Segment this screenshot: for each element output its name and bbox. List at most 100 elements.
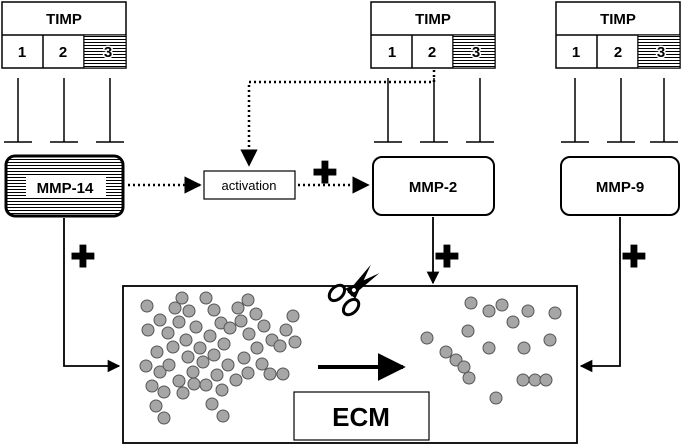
ecm-particle (539, 373, 553, 387)
ecm-particle (157, 411, 171, 425)
ecm-particle (521, 304, 535, 318)
ecm-particle (548, 306, 562, 320)
activation-label: activation (222, 178, 277, 193)
timp-cell-1-1: 1 (18, 44, 26, 61)
ecm-particle (250, 341, 264, 355)
ecm-particle (216, 409, 230, 423)
ecm-particle (172, 315, 186, 329)
ecm-particle (199, 378, 213, 392)
ecm-particle (196, 355, 210, 369)
ecm-particle (516, 373, 530, 387)
ecm-particle (166, 340, 180, 354)
ecm-particle (199, 291, 213, 305)
ecm-particle (207, 348, 221, 362)
ecm-particle (288, 335, 302, 349)
ecm-particle (234, 314, 248, 328)
ecm-particle (182, 304, 196, 318)
ecm-particle (241, 293, 255, 307)
ecm-particle (145, 379, 159, 393)
timp-title-2: TIMP (415, 11, 451, 28)
ecm-particle (506, 315, 520, 329)
ecm-particle (263, 367, 277, 381)
ecm-particle (161, 326, 175, 340)
ecm-particle (543, 333, 557, 347)
timp-group-3: TIMP 1 2 3 (555, 1, 681, 69)
ecm-particle (217, 337, 231, 351)
ecm-particle (231, 301, 245, 315)
ecm-particle (223, 321, 237, 335)
ecm-particle (462, 371, 476, 385)
ecm-particle (241, 366, 255, 380)
ecm-particle (237, 351, 251, 365)
mmp2-box: MMP-2 (372, 156, 495, 216)
mmp14-box: MMP-14 (4, 154, 125, 218)
mmp9-box: MMP-9 (560, 156, 680, 216)
ecm-particle (489, 391, 503, 405)
ecm-particle (215, 383, 229, 397)
activation-box: activation (203, 170, 296, 200)
ecm-particle (149, 399, 163, 413)
ecm-particle (495, 298, 509, 312)
plus-sign-mmp9: ✚ (621, 241, 646, 274)
ecm-particle (528, 373, 542, 387)
ecm-particle (482, 304, 496, 318)
ecm-particle (168, 301, 182, 315)
timp-cell-2-2: 2 (428, 44, 436, 61)
ecm-particle (153, 313, 167, 327)
ecm-particle (189, 320, 203, 334)
ecm-particle (482, 341, 496, 355)
timp-title-3: TIMP (600, 11, 636, 28)
ecm-particle (175, 291, 189, 305)
ecm-particle (139, 359, 153, 373)
ecm-particle (420, 331, 434, 345)
ecm-particle (457, 360, 471, 374)
plus-sign-mmp2: ✚ (434, 241, 459, 274)
ecm-particle (187, 377, 201, 391)
ecm-particle (179, 333, 193, 347)
ecm-label: ECM (332, 402, 390, 432)
ecm-particle (279, 323, 293, 337)
ecm-particle (249, 307, 263, 321)
plus-sign-mmp14: ✚ (70, 241, 95, 274)
ecm-particle (193, 341, 207, 355)
ecm-particle (207, 303, 221, 317)
intact-ecm-fibers (139, 291, 302, 425)
ecm-particle (229, 373, 243, 387)
degraded-ecm-fragments (420, 296, 562, 405)
timp-title-1: TIMP (46, 11, 82, 28)
ecm-particle (276, 367, 290, 381)
ecm-particle (150, 345, 164, 359)
timp-cell-2-3: 3 (472, 44, 480, 61)
timp-group-1: TIMP 1 2 3 (1, 1, 127, 69)
mmp2-label: MMP-2 (409, 179, 457, 196)
ecm-particle (140, 299, 154, 313)
ecm-particle (186, 365, 200, 379)
timp-cell-1-3: 3 (104, 44, 112, 61)
ecm-particle (464, 296, 478, 310)
timp-cell-3-3: 3 (657, 44, 665, 61)
ecm-particle (172, 374, 186, 388)
ecm-particle (461, 324, 475, 338)
timp-cell-3-2: 2 (614, 44, 622, 61)
ecm-particle (439, 345, 453, 359)
ecm-particle (286, 309, 300, 323)
ecm-particle (205, 397, 219, 411)
ecm-particle (242, 327, 256, 341)
mmp9-label: MMP-9 (596, 179, 644, 196)
ecm-particle (210, 368, 224, 382)
timp-cell-1-2: 2 (59, 44, 67, 61)
activation-arrows (128, 70, 436, 194)
timp-cell-2-1: 1 (388, 44, 396, 61)
ecm-particle (257, 319, 271, 333)
ecm-particle (157, 385, 171, 399)
ecm-particle (153, 365, 167, 379)
ecm-arrows (63, 217, 621, 373)
mmp14-label: MMP-14 (37, 180, 94, 197)
ecm-particle (221, 358, 235, 372)
scissors-icon (327, 264, 380, 317)
ecm-particle (162, 358, 176, 372)
ecm-particle (176, 386, 190, 400)
plus-sign-activation: ✚ (312, 157, 337, 190)
ecm-particle (517, 341, 531, 355)
ecm-particle (273, 339, 287, 353)
